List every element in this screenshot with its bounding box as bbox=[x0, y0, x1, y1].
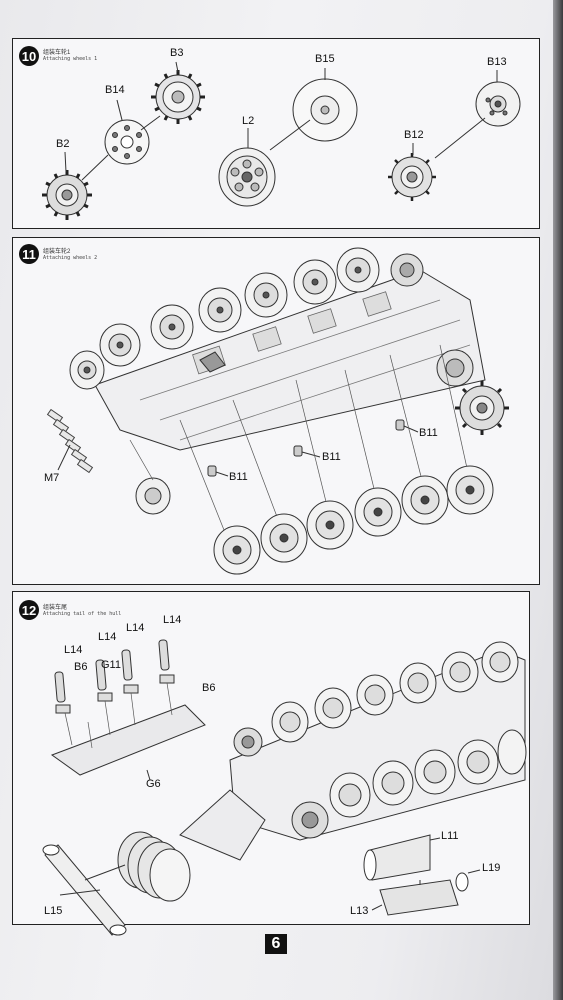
cap-l19 bbox=[455, 872, 469, 892]
hull-sprockets bbox=[233, 727, 329, 839]
label-b15: B15 bbox=[315, 53, 335, 65]
label-b14: B14 bbox=[105, 84, 125, 96]
label-b2: B2 bbox=[56, 138, 70, 150]
roadwheel-l2 bbox=[218, 147, 276, 207]
label-m7: M7 bbox=[44, 472, 60, 484]
tow-hooks-l14 bbox=[54, 639, 175, 714]
tail-plate bbox=[179, 789, 266, 861]
rear-plate-g6 bbox=[50, 704, 206, 776]
front-sprocket bbox=[390, 253, 424, 287]
label-b11-1: B11 bbox=[229, 471, 248, 483]
step-10-title-en: Attaching wheels 1 bbox=[43, 56, 98, 62]
label-l11: L11 bbox=[441, 830, 459, 842]
hub-b14 bbox=[104, 119, 150, 165]
lower-road-wheels bbox=[213, 465, 494, 575]
step-10-panel bbox=[12, 38, 540, 229]
label-b11-3: B11 bbox=[419, 427, 438, 439]
disc-b15 bbox=[292, 78, 358, 142]
label-b3: B3 bbox=[170, 47, 184, 59]
exhaust-l15 bbox=[42, 844, 127, 936]
label-l14-3: L14 bbox=[126, 622, 145, 634]
hull-upper-wheels bbox=[271, 641, 519, 743]
step-10-drawing bbox=[42, 61, 521, 220]
step-12-title-cn: 组装车尾 bbox=[43, 605, 68, 611]
rear-sprocket bbox=[455, 381, 509, 435]
page-edge-shadow bbox=[553, 0, 563, 1000]
sprocket-b3 bbox=[151, 70, 205, 124]
label-b6-1: B6 bbox=[74, 661, 88, 673]
label-l19: L19 bbox=[482, 862, 501, 874]
step-11-title-en: Attaching wheels 2 bbox=[43, 255, 98, 261]
step-11-badge: 11 bbox=[19, 244, 39, 264]
label-l14-2: L14 bbox=[98, 631, 117, 643]
label-l14-1: L14 bbox=[64, 644, 83, 656]
hub-b13 bbox=[475, 81, 521, 127]
step-12-badge: 12 bbox=[19, 600, 39, 620]
step-12-title-en: Attaching tail of the hull bbox=[43, 611, 122, 617]
label-l14-4: L14 bbox=[163, 614, 182, 626]
page-number: 6 bbox=[265, 934, 287, 954]
step-11-title-cn: 组装车轮2 bbox=[43, 249, 71, 255]
small-wheel bbox=[135, 477, 171, 515]
step-11-drawing bbox=[46, 247, 509, 575]
track-links-m7 bbox=[46, 408, 94, 474]
sprocket-b2 bbox=[42, 170, 92, 220]
drum-stack bbox=[117, 831, 191, 902]
sprocket-b12 bbox=[388, 153, 436, 201]
label-g6: G6 bbox=[146, 778, 161, 790]
label-l13: L13 bbox=[350, 905, 369, 917]
muffler-cover-l13 bbox=[379, 879, 459, 916]
axles-b11 bbox=[207, 419, 405, 477]
hull-lower-wheels bbox=[329, 729, 527, 818]
label-b13: B13 bbox=[487, 56, 507, 68]
label-b11-2: B11 bbox=[322, 451, 341, 463]
upper-road-wheels bbox=[69, 247, 380, 390]
label-l15: L15 bbox=[44, 905, 63, 917]
label-l2: L2 bbox=[242, 115, 255, 127]
label-b6-2: B6 bbox=[202, 682, 216, 694]
step-10-badge: 10 bbox=[19, 46, 39, 66]
label-b12: B12 bbox=[404, 129, 424, 141]
muffler-l11 bbox=[363, 834, 431, 881]
step-10-title-cn: 组装车轮1 bbox=[43, 50, 71, 56]
label-g11: G11 bbox=[101, 659, 121, 671]
